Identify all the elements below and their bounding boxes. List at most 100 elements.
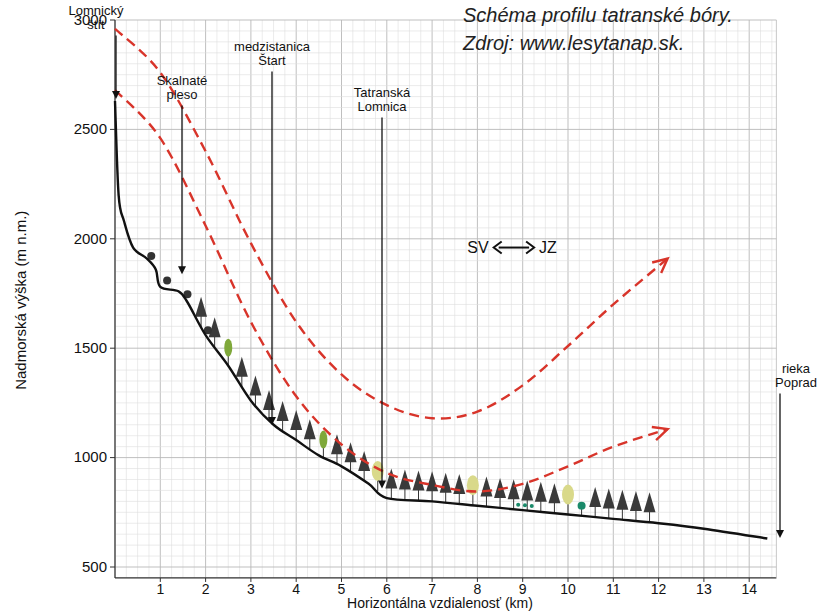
spruce-tree xyxy=(249,376,261,396)
pointer-head xyxy=(776,530,784,538)
chart-label: 2 xyxy=(202,582,210,597)
chart-label: 1 xyxy=(156,582,164,597)
pointer-line xyxy=(271,72,272,418)
grid-line xyxy=(115,391,776,392)
pointer-line xyxy=(779,394,780,532)
grid-line xyxy=(726,20,727,578)
tick xyxy=(110,567,115,568)
chart-label: 3000 xyxy=(74,12,107,29)
grid-line xyxy=(601,20,602,578)
grid-line xyxy=(115,85,776,86)
grid-line xyxy=(681,20,682,578)
spruce-tree xyxy=(589,487,601,507)
chart-label: Horizontálna vzdialenosť (km) xyxy=(347,596,533,611)
grid-line xyxy=(115,184,776,185)
larch-tree xyxy=(319,431,327,449)
spruce-tree xyxy=(480,477,492,497)
grid-line xyxy=(522,20,523,578)
spruce-tree xyxy=(603,488,615,508)
chart-label: 5 xyxy=(338,582,346,597)
grid-line xyxy=(432,20,433,578)
pointer-line xyxy=(181,106,182,268)
pointer-head xyxy=(268,417,276,425)
spruce-tree xyxy=(440,473,452,493)
grid-line xyxy=(115,107,776,108)
spruce-tree xyxy=(290,410,302,430)
chart-label: 2500 xyxy=(74,121,107,138)
grid-line xyxy=(115,205,776,206)
grid-line xyxy=(771,20,772,578)
grid-line xyxy=(115,74,776,75)
grid-line xyxy=(715,20,716,578)
grid-line xyxy=(749,20,750,578)
grid-line xyxy=(115,162,776,163)
pointer-head xyxy=(178,266,186,274)
grid-line xyxy=(590,20,591,578)
grid-line xyxy=(115,293,776,294)
grid-line xyxy=(115,140,776,141)
grid-line xyxy=(330,20,331,578)
grid-line xyxy=(160,20,161,578)
tick xyxy=(110,129,115,130)
grid-line xyxy=(420,20,421,578)
grid-line xyxy=(228,20,229,578)
grid-line xyxy=(115,129,776,130)
spruce-tree xyxy=(508,479,520,499)
spruce-tree xyxy=(413,470,425,490)
grid-line xyxy=(352,20,353,578)
chart-label: Schéma profilu tatranské bóry. xyxy=(463,4,733,26)
arrow-head xyxy=(526,242,534,254)
spruce-tree xyxy=(535,482,547,502)
forest xyxy=(147,252,655,522)
axis-title: Nadmorská výška (m n.m.) xyxy=(14,210,31,389)
grid-line xyxy=(692,20,693,578)
spruce-tree xyxy=(385,468,397,488)
grid-line xyxy=(307,20,308,578)
grid-line xyxy=(545,20,546,578)
grid-line xyxy=(443,20,444,578)
grid-line xyxy=(115,545,776,546)
grid-line xyxy=(137,20,138,578)
chart-label: 1500 xyxy=(74,340,107,357)
grid-line xyxy=(624,20,625,578)
dwarf-pine xyxy=(163,277,171,285)
grid-line xyxy=(126,20,127,578)
chart-label: 3 xyxy=(247,582,255,597)
grid-line xyxy=(115,534,776,535)
grid-line xyxy=(115,304,776,305)
grid-line xyxy=(148,20,149,578)
grid-line xyxy=(115,424,776,425)
small-tree xyxy=(523,503,527,507)
grid-line xyxy=(318,20,319,578)
grid-line xyxy=(115,457,776,458)
grid-line xyxy=(454,20,455,578)
small-tree xyxy=(516,503,520,507)
spruce-tree xyxy=(195,297,207,317)
grid-line xyxy=(669,20,670,578)
grid-line xyxy=(477,20,478,578)
broadleaf-tree xyxy=(562,484,574,504)
grid-line xyxy=(171,20,172,578)
chart-label: 10 xyxy=(560,582,576,597)
spruce-tree xyxy=(644,492,656,512)
chart-label: 12 xyxy=(651,582,667,597)
chart-label: 2000 xyxy=(74,231,107,248)
terrain-profile xyxy=(115,101,767,539)
chart-label: JZ xyxy=(539,239,557,257)
grid-line xyxy=(466,20,467,578)
grid-line xyxy=(115,151,776,152)
inversion-boundary xyxy=(115,29,668,419)
grid-line xyxy=(613,20,614,578)
spruce-tree xyxy=(236,357,248,377)
grid-line xyxy=(115,227,776,228)
chart-label: rieka Poprad xyxy=(771,362,821,391)
grid-line xyxy=(115,271,776,272)
tick xyxy=(110,457,115,458)
direction-arrow xyxy=(499,247,529,249)
spruce-tree xyxy=(277,401,289,421)
grid-line xyxy=(205,20,206,578)
spruce-tree xyxy=(630,491,642,511)
chart-label: Skalnaté pleso xyxy=(150,74,214,103)
larch-tree xyxy=(224,339,232,357)
